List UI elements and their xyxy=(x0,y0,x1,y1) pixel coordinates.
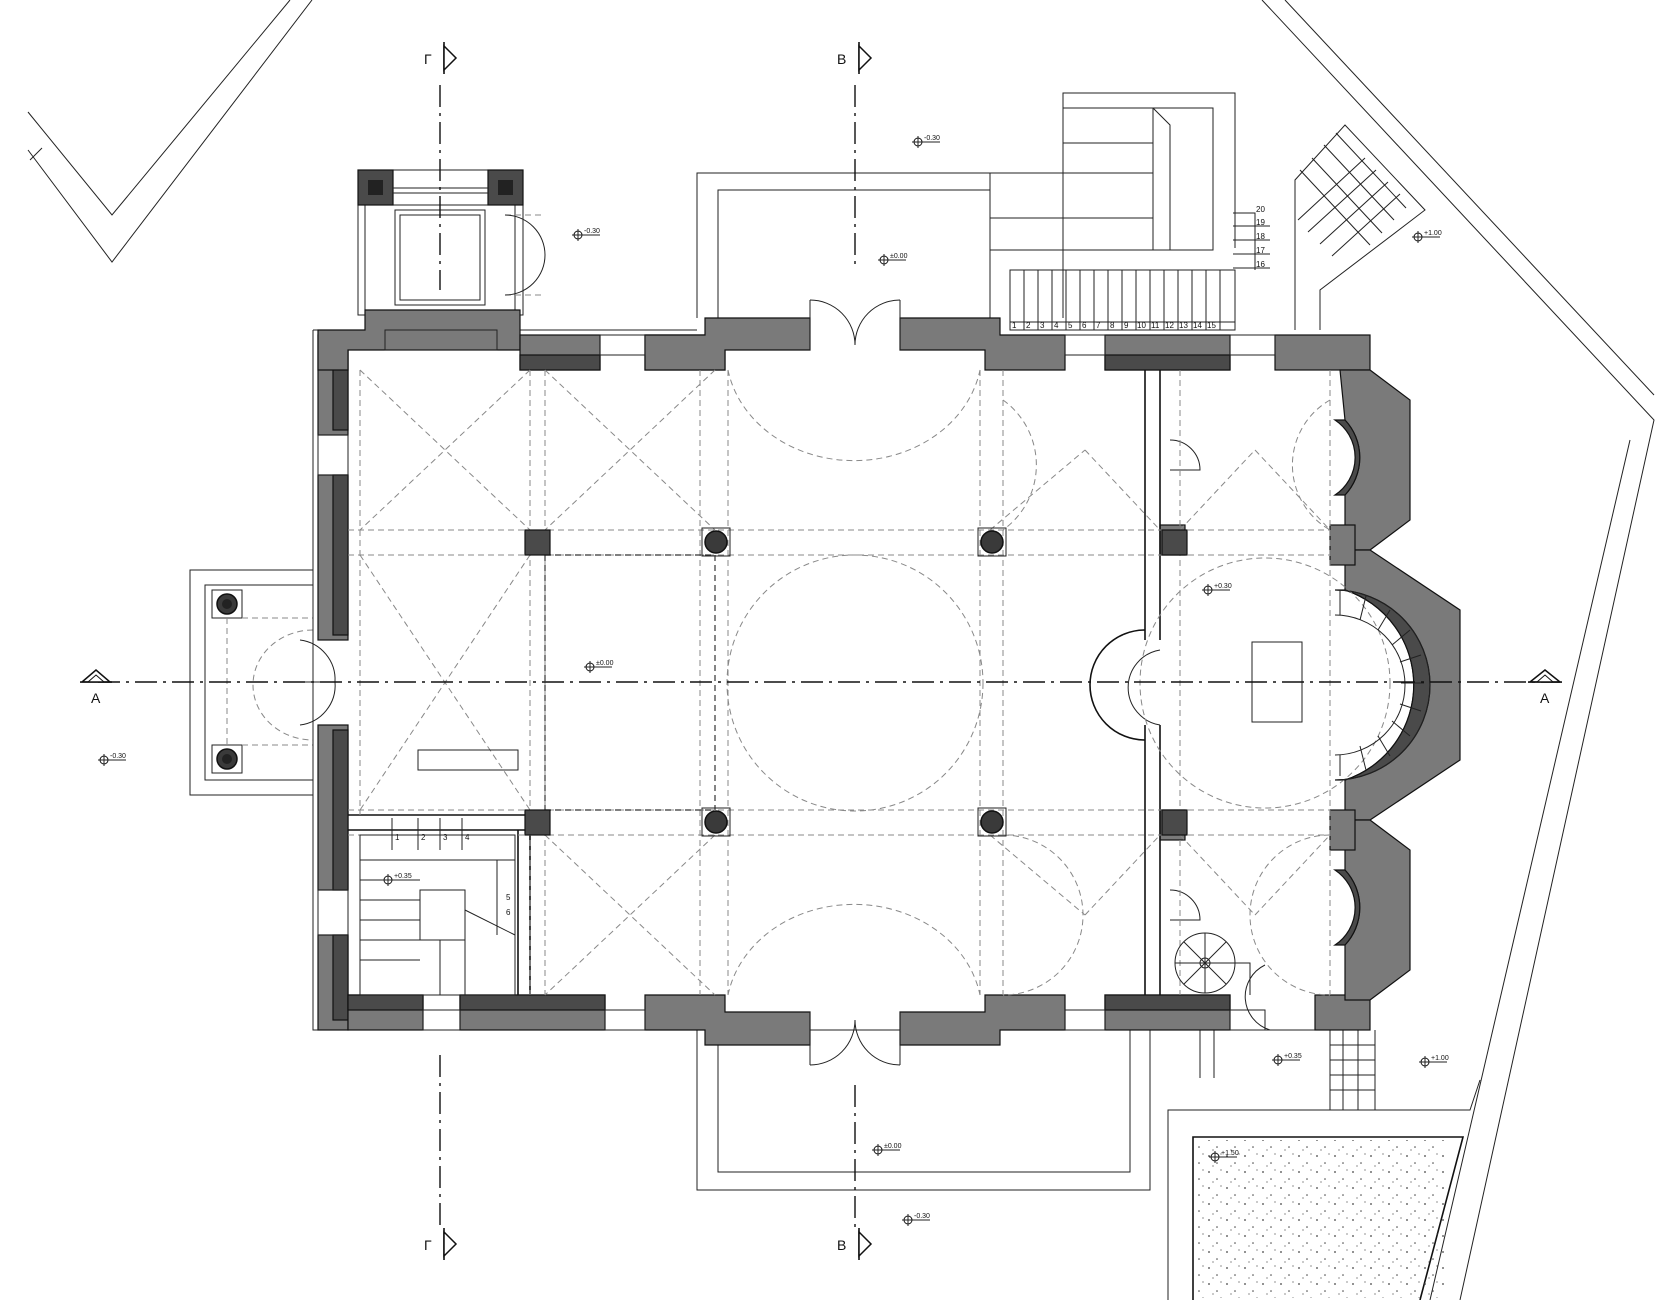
site-boundary xyxy=(27,0,1655,1300)
stair-north-tread: 11 xyxy=(1151,321,1160,330)
level-value: ±0.00 xyxy=(890,253,908,260)
level-mark: ±0.00 xyxy=(584,660,614,673)
level-mark: ±0.00 xyxy=(878,253,908,266)
stair-north-tread: 10 xyxy=(1137,321,1146,330)
stair-north-tread: 3 xyxy=(1040,321,1045,330)
stair-north-tread: 8 xyxy=(1110,321,1115,330)
section-label-a-left: A xyxy=(91,690,101,706)
level-mark: -0.30 xyxy=(912,135,940,148)
level-value: +1.00 xyxy=(1424,230,1442,237)
level-mark: +1.00 xyxy=(1419,1055,1449,1068)
level-mark: +0.30 xyxy=(1202,583,1232,596)
stair-north-tread: 7 xyxy=(1096,321,1101,330)
windows xyxy=(317,334,1276,1031)
stair-north-tread: 14 xyxy=(1193,321,1202,330)
section-label-g-bottom: Г xyxy=(424,1237,432,1253)
stair-north-landing: 16 xyxy=(1256,260,1265,269)
level-mark: -0.30 xyxy=(902,1213,930,1226)
apse-seating xyxy=(1334,589,1431,781)
stair-north-tread: 1 xyxy=(1012,321,1017,330)
level-value: +0.30 xyxy=(1214,583,1232,590)
stair-north-tread: 2 xyxy=(1026,321,1031,330)
bell-tower xyxy=(357,169,546,316)
level-value: ±0.00 xyxy=(596,660,614,667)
level-value: +1.00 xyxy=(1431,1055,1449,1062)
stair-north-landing: 17 xyxy=(1256,246,1265,255)
stair-inner-tread: 2 xyxy=(421,833,426,842)
level-mark: ±0.00 xyxy=(872,1143,902,1156)
stair-north-tread: 12 xyxy=(1165,321,1174,330)
stair-north-tread: 6 xyxy=(1082,321,1087,330)
west-porch xyxy=(189,569,314,796)
level-mark: -0.30 xyxy=(98,753,126,766)
stair-north-landing: 19 xyxy=(1256,218,1265,227)
level-marks: -0.30 -0.30 ±0.00 +1.00 ±0.00 +0.30 -0.3… xyxy=(98,135,1449,1226)
level-value: +0.35 xyxy=(394,873,412,880)
stair-north-tread: 9 xyxy=(1124,321,1129,330)
section-axes xyxy=(98,85,1560,1230)
section-marker-a-right: A xyxy=(1527,669,1563,706)
inner-stair: 1 2 3 4 5 6 xyxy=(359,749,519,996)
level-value: -0.30 xyxy=(914,1213,930,1220)
exterior-walls xyxy=(312,309,1461,1046)
level-value: -0.30 xyxy=(924,135,940,142)
level-mark: -0.30 xyxy=(572,228,600,241)
section-label-v-top: В xyxy=(837,51,846,67)
level-value: +1.50 xyxy=(1221,1150,1239,1157)
level-mark: +1.50 xyxy=(1209,1150,1239,1163)
stair-inner-side: 6 xyxy=(506,908,511,917)
section-marker-v-bottom: В xyxy=(837,1228,873,1260)
stair-north-tread: 13 xyxy=(1179,321,1188,330)
section-label-v-bottom: В xyxy=(837,1237,846,1253)
section-label-a-right: A xyxy=(1540,690,1550,706)
paved-yard xyxy=(1167,1079,1481,1300)
level-value: +0.35 xyxy=(1284,1053,1302,1060)
spiral-stair xyxy=(1174,932,1251,995)
stair-north-landing: 18 xyxy=(1256,232,1265,241)
level-mark: +0.35 xyxy=(382,873,412,886)
stair-inner-side: 5 xyxy=(506,893,511,902)
level-mark: +1.00 xyxy=(1412,230,1442,243)
level-value: ±0.00 xyxy=(884,1143,902,1150)
level-value: -0.30 xyxy=(110,753,126,760)
stair-north-tread: 4 xyxy=(1054,321,1059,330)
section-marker-g-top: Г xyxy=(424,42,458,74)
columns xyxy=(524,527,1188,837)
level-value: -0.30 xyxy=(584,228,600,235)
north-stair: 1 2 3 4 5 6 7 8 9 10 11 12 13 14 15 20 1… xyxy=(1009,205,1270,331)
level-mark: +0.35 xyxy=(1272,1053,1302,1066)
stair-inner-tread: 4 xyxy=(465,833,470,842)
stair-north-landing: 20 xyxy=(1256,205,1265,214)
doors xyxy=(299,299,1271,1066)
stair-north-tread: 15 xyxy=(1207,321,1216,330)
north-terrace xyxy=(696,92,1236,318)
stair-inner-tread: 3 xyxy=(443,833,448,842)
stair-inner-tread: 1 xyxy=(395,833,400,842)
section-label-g-top: Г xyxy=(424,51,432,67)
south-terrace xyxy=(696,1030,1376,1191)
section-marker-g-bottom: Г xyxy=(424,1228,458,1260)
northeast-stair xyxy=(1294,124,1426,330)
stair-north-tread: 5 xyxy=(1068,321,1073,330)
section-marker-v-top: В xyxy=(837,42,873,74)
section-marker-a-left: A xyxy=(79,669,113,706)
